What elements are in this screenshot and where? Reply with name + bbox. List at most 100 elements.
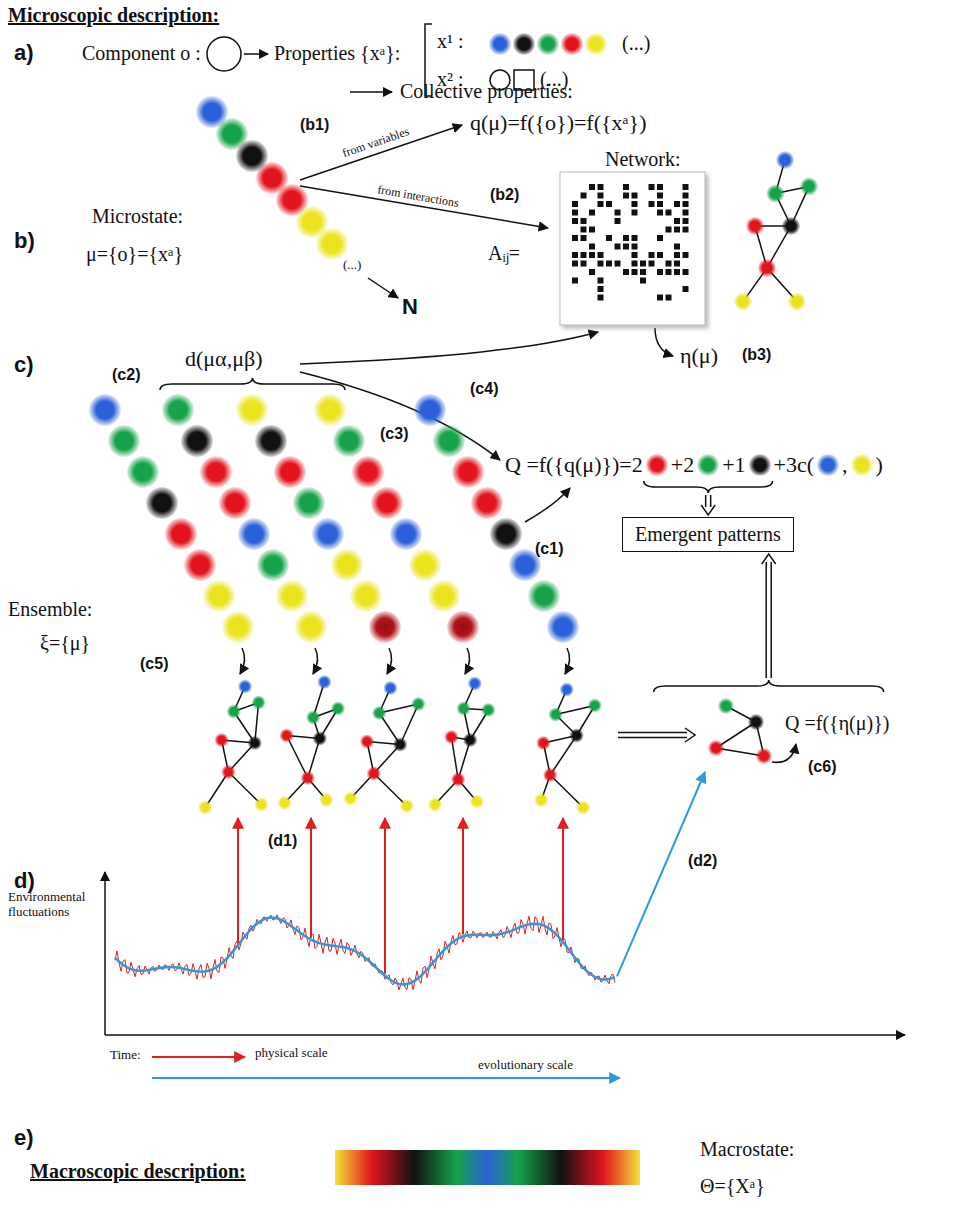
matrix-cell <box>683 218 689 224</box>
bead <box>317 675 331 689</box>
matrix-cell <box>657 210 663 216</box>
sample-arrow <box>237 818 239 943</box>
label-text: x¹ : <box>437 30 464 53</box>
matrix-cell <box>589 210 595 216</box>
label-text: d(μα,μβ) <box>185 346 262 371</box>
bead <box>782 217 800 235</box>
matrix-cell <box>657 184 663 190</box>
bead <box>350 580 382 612</box>
label-text: e) <box>14 1125 34 1150</box>
bead <box>254 798 268 812</box>
bead-symbol <box>747 452 773 478</box>
matrix-cell <box>683 210 689 216</box>
bead <box>490 518 522 550</box>
matrix-cell <box>623 244 629 250</box>
arrow <box>655 328 673 356</box>
bead <box>184 549 216 581</box>
arrow <box>368 278 398 298</box>
bead <box>393 738 407 752</box>
bead <box>452 456 484 488</box>
matrix-cell <box>572 261 578 267</box>
matrix-cell <box>581 227 587 233</box>
matrix-cell <box>572 210 578 216</box>
label-text: Environmental fluctuations <box>8 890 100 920</box>
bead <box>788 293 806 311</box>
label-text: (d1) <box>268 832 297 850</box>
label-text: a) <box>14 40 34 65</box>
label-text: +3c( <box>774 452 815 478</box>
bead <box>344 792 358 806</box>
bead <box>257 549 289 581</box>
matrix-cell <box>598 252 604 258</box>
label-text: (...) <box>343 258 361 273</box>
matrix-cell <box>649 184 655 190</box>
bead <box>746 217 764 235</box>
bead <box>238 680 252 694</box>
bead <box>534 793 548 807</box>
matrix-cell <box>632 252 638 258</box>
bead <box>390 518 422 550</box>
matrix-cell <box>674 218 680 224</box>
matrix-cell <box>683 269 689 275</box>
bead <box>570 729 584 743</box>
bead <box>162 394 194 426</box>
matrix-cell <box>674 227 680 233</box>
matrix-cell <box>589 227 595 233</box>
bead <box>468 677 482 691</box>
bead <box>400 799 414 813</box>
matrix-cell <box>598 295 604 301</box>
matrix-cell <box>657 193 663 199</box>
axis <box>105 1034 905 1036</box>
bead <box>536 736 550 750</box>
bead <box>513 33 535 55</box>
bead <box>414 394 446 426</box>
bead <box>200 456 232 488</box>
matrix-cell <box>589 184 595 190</box>
matrix-cell <box>581 252 587 258</box>
bead <box>255 425 287 457</box>
bead <box>708 740 724 756</box>
matrix-cell <box>581 261 587 267</box>
bead <box>198 801 212 815</box>
label-text: (b2) <box>490 186 519 204</box>
matrix-cell <box>572 278 578 284</box>
bead <box>319 793 333 807</box>
matrix-cell <box>683 286 689 292</box>
label-text: Network: <box>605 148 681 171</box>
matrix-cell <box>657 201 663 207</box>
matrix-cell <box>589 252 595 258</box>
matrix-cell <box>598 261 604 267</box>
matrix-cell <box>589 244 595 250</box>
bead <box>748 714 764 730</box>
arrow <box>350 91 392 93</box>
label-text: evolutionary scale <box>478 1058 573 1073</box>
bead <box>718 698 734 714</box>
bead <box>367 767 381 781</box>
bead <box>766 185 784 203</box>
label-text: (c6) <box>808 758 836 776</box>
label-text: μ={o}={xᵃ} <box>86 243 183 266</box>
bead <box>108 425 140 457</box>
bead <box>371 487 403 519</box>
matrix-cell <box>657 295 663 301</box>
matrix-cell <box>632 261 638 267</box>
label-text: Properties {xᵃ}: <box>274 42 400 65</box>
label-text: Collective properties: <box>400 80 573 103</box>
bead <box>222 611 254 643</box>
bead <box>352 456 384 488</box>
matrix-cell <box>674 201 680 207</box>
matrix-cell <box>649 201 655 207</box>
matrix-cell <box>598 278 604 284</box>
label-text: Time: <box>110 1048 141 1063</box>
arrow <box>387 648 392 674</box>
label-text: Q =f({q(μ)})=2 <box>505 452 643 478</box>
matrix-cell <box>683 252 689 258</box>
matrix-cell <box>615 210 621 216</box>
matrix-cell <box>581 235 587 241</box>
matrix-cell <box>674 261 680 267</box>
bead <box>236 394 268 426</box>
matrix-cell <box>649 261 655 267</box>
matrix-cell <box>632 193 638 199</box>
label-text: , <box>842 452 848 478</box>
bead <box>433 425 465 457</box>
